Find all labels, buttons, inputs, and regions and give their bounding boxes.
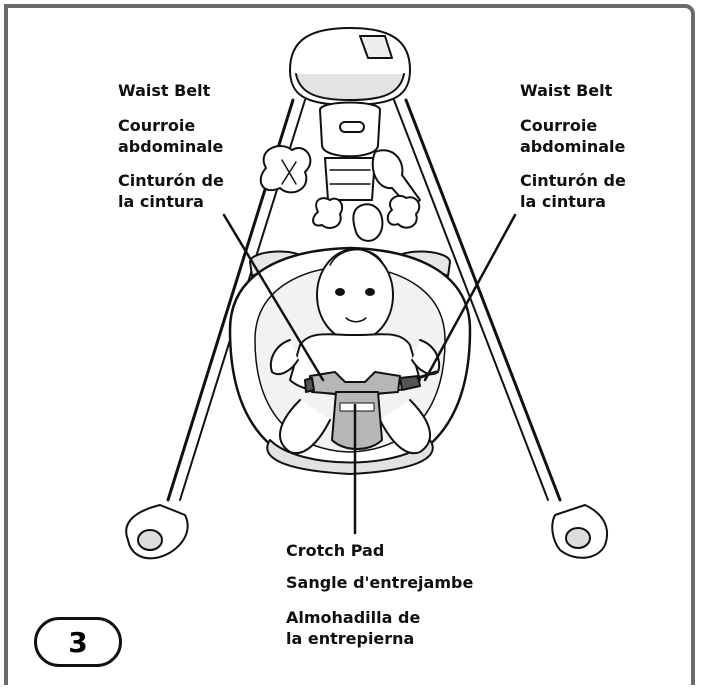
right-label-french: Courroie abdominale	[520, 115, 625, 157]
left-label-spanish: Cinturón de la cintura	[118, 170, 224, 212]
left-label-french: Courroie abdominale	[118, 115, 223, 157]
bottom-label-french: Sangle d'entrejambe	[286, 572, 473, 593]
left-label-english: Waist Belt	[118, 80, 210, 101]
step-number-badge: 3	[34, 617, 122, 667]
right-label-english: Waist Belt	[520, 80, 612, 101]
bottom-label-spanish: Almohadilla de la entrepierna	[286, 607, 420, 649]
right-label-spanish: Cinturón de la cintura	[520, 170, 626, 212]
bottom-label-english: Crotch Pad	[286, 540, 384, 561]
